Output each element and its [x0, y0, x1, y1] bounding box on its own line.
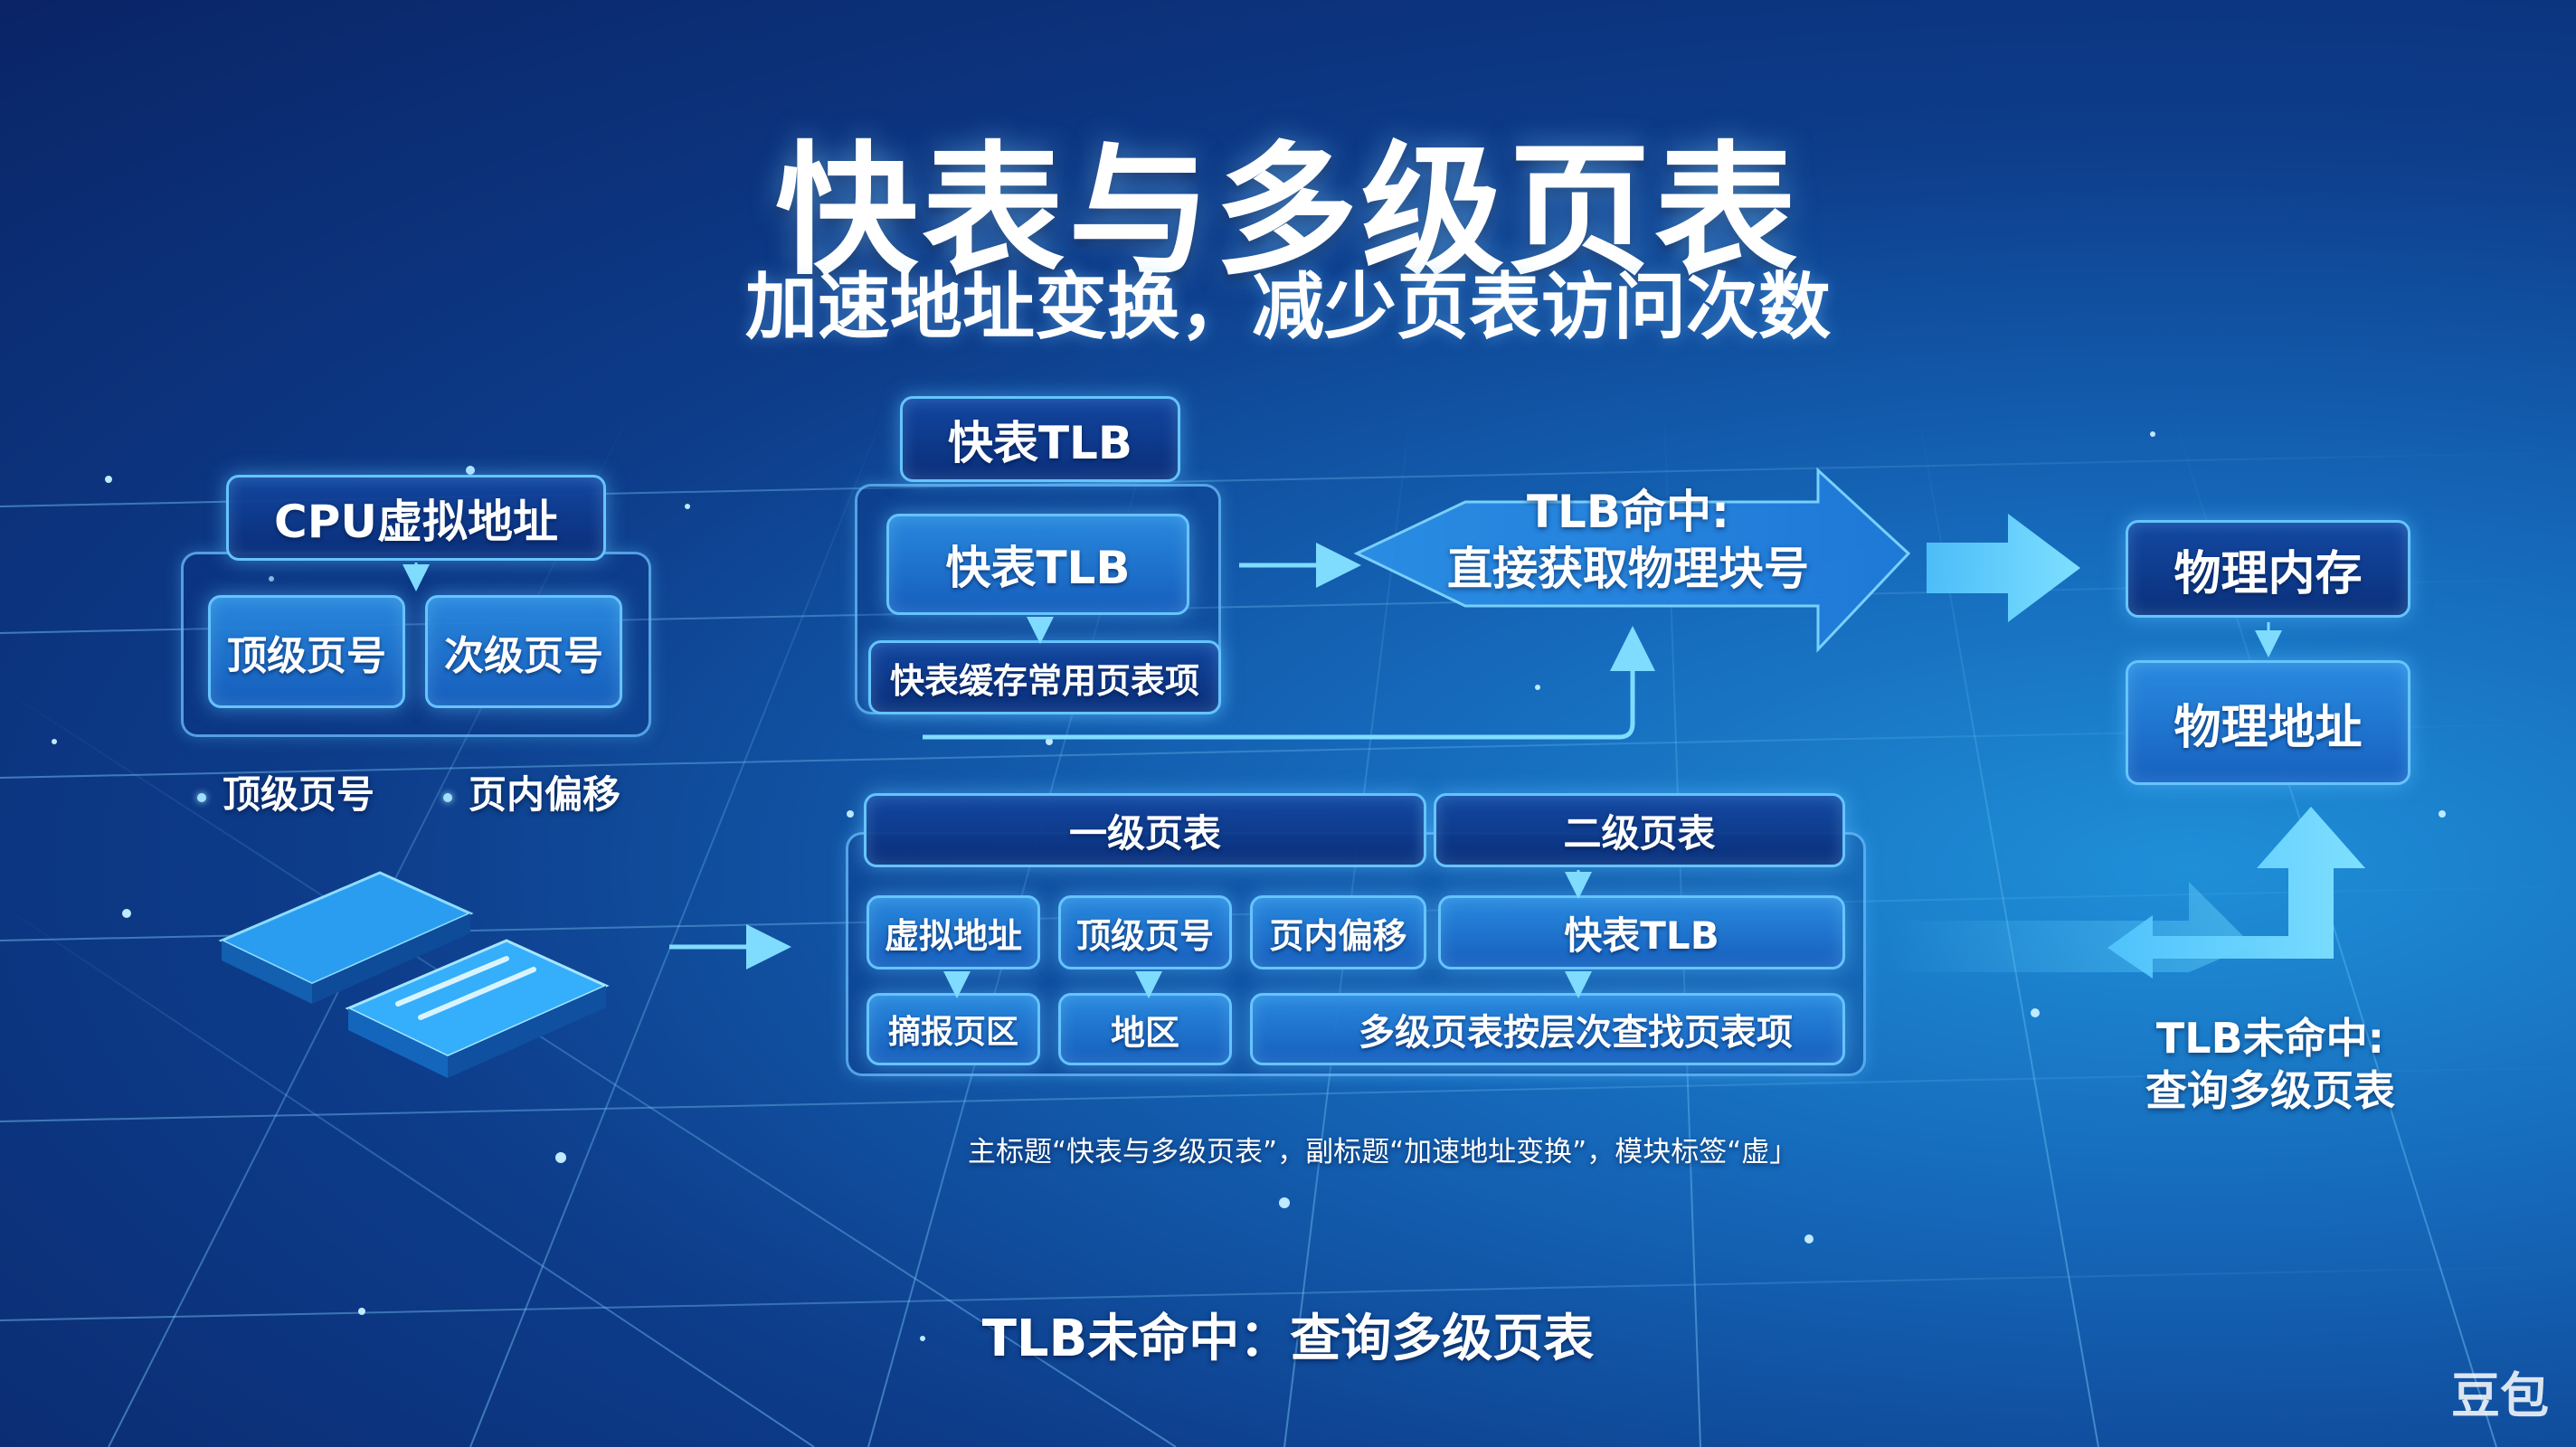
caption-text: 主标题“快表与多级页表”，副标题“加速地址变换”，模块标签“虚」 — [968, 1136, 1798, 1168]
tlb-inner-box: 快表TLB — [886, 514, 1189, 615]
cpu-field-second-page-number: 次级页号 — [425, 595, 622, 708]
tlb-hit-label: TLB命中: 直接获取物理块号 — [1411, 484, 1845, 597]
footer-text: TLB未命中：查询多级页表 — [981, 1310, 1595, 1368]
tlb-hit-line2: 直接获取物理块号 — [1447, 542, 1809, 595]
pt-cell-top-page-number: 顶级页号 — [1058, 895, 1232, 969]
pt-cell-multilevel-lookup: 多级页表按层次查找页表项 — [1250, 993, 1845, 1065]
bullet-dot-icon — [197, 792, 206, 802]
tlb-hit-line1: TLB命中: — [1526, 486, 1730, 538]
pt-cell-tlb: 快表TLB — [1438, 895, 1845, 969]
pt-cell-region: 摘报页区 — [867, 993, 1040, 1065]
physical-address-box: 物理地址 — [2126, 660, 2410, 785]
pt-cell-virtual-address: 虚拟地址 — [867, 895, 1040, 969]
level2-page-table-header: 二级页表 — [1434, 793, 1845, 867]
page-title: 快表与多级页表 — [775, 128, 1801, 295]
pt-cell-page-offset: 页内偏移 — [1250, 895, 1426, 969]
cpu-virtual-address-box: CPU虚拟地址 — [226, 475, 606, 561]
pt-cell-area: 地区 — [1058, 993, 1232, 1065]
cpu-bullet-page-offset: 页内偏移 — [443, 764, 620, 819]
cpu-bullet-top-page-number: 顶级页号 — [197, 764, 374, 819]
level1-page-table-header: 一级页表 — [864, 793, 1426, 867]
tlb-miss-line1: TLB未命中: — [2155, 1014, 2385, 1063]
tlb-cache-note-box: 快表缓存常用页表项 — [868, 640, 1221, 714]
page-subtitle: 加速地址变换，减少页表访问次数 — [745, 265, 1831, 349]
tlb-miss-label: TLB未命中: 查询多级页表 — [2089, 1013, 2451, 1117]
watermark-logo: 豆包 — [2451, 1367, 2549, 1424]
cpu-field-top-page-number: 顶级页号 — [208, 595, 405, 708]
tlb-header-box: 快表TLB — [900, 396, 1180, 482]
tlb-miss-line2: 查询多级页表 — [2145, 1065, 2395, 1115]
bullet-dot-icon — [443, 792, 452, 802]
physical-memory-box: 物理内存 — [2126, 520, 2410, 618]
